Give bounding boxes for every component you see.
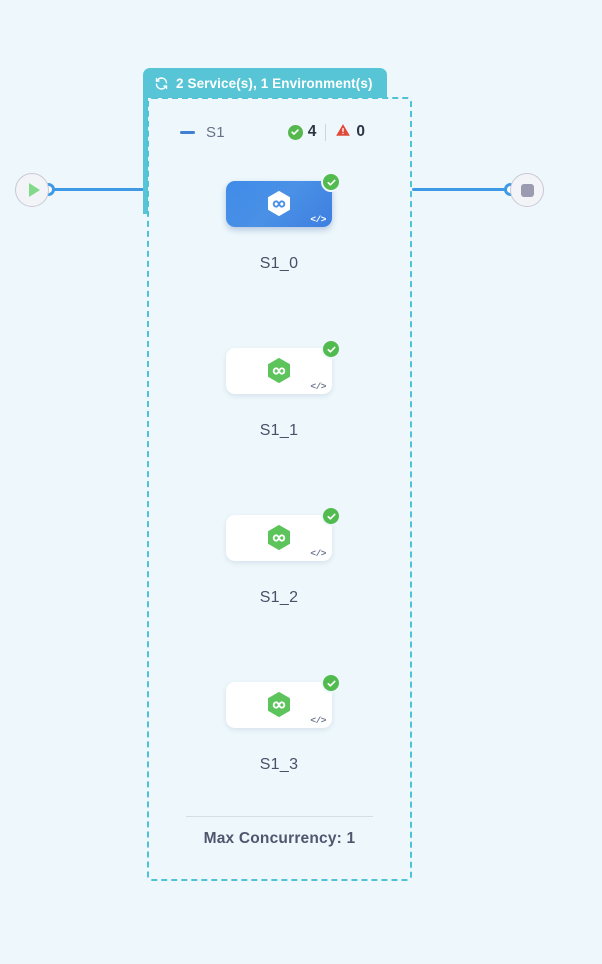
group-header-stub: [143, 96, 148, 214]
code-brackets-icon: </>: [310, 213, 326, 225]
success-count: 4: [307, 123, 317, 140]
stop-square-icon: [520, 183, 534, 197]
footer-divider: [186, 816, 373, 817]
service-node-label-s1-1: S1_1: [259, 422, 299, 439]
end-node[interactable]: [510, 173, 544, 207]
service-hexagon-icon: [266, 190, 292, 219]
service-group-container[interactable]: [147, 97, 412, 881]
sync-refresh-icon: [154, 76, 169, 91]
service-hexagon-icon: [266, 357, 292, 386]
service-node-label-s1-0: S1_0: [259, 255, 299, 272]
warning-count: 0: [356, 123, 365, 140]
service-hexagon-icon: [266, 524, 292, 553]
service-hexagon-icon: [266, 691, 292, 720]
edge-group-to-end: [412, 188, 514, 191]
warning-stat: 0: [335, 122, 365, 143]
service-node-s1-2[interactable]: </>: [226, 506, 341, 561]
max-concurrency-label: Max Concurrency: 1: [203, 830, 356, 847]
start-node[interactable]: [15, 173, 49, 207]
node-status-check-icon: [321, 506, 341, 526]
minus-collapse-icon[interactable]: [180, 130, 195, 134]
code-brackets-icon: </>: [310, 380, 326, 392]
service-node-s1-3[interactable]: </>: [226, 673, 341, 728]
success-stat: 4: [287, 123, 317, 141]
group-header-label: 2 Service(s), 1 Environment(s): [176, 75, 373, 91]
edge-start-to-group: [46, 188, 148, 191]
group-title-row: S1 4 0: [147, 115, 412, 149]
group-header-tab[interactable]: 2 Service(s), 1 Environment(s): [143, 68, 387, 98]
service-node-label-s1-3: S1_3: [259, 756, 299, 773]
warning-triangle-icon: [335, 122, 351, 143]
service-node-label-s1-2: S1_2: [259, 589, 299, 606]
code-brackets-icon: </>: [310, 547, 326, 559]
service-node-s1-0[interactable]: </>: [226, 172, 341, 227]
node-status-check-icon: [321, 673, 341, 693]
stats-divider: [325, 123, 327, 141]
group-stats: 4 0: [287, 122, 365, 143]
service-node-s1-1[interactable]: </>: [226, 339, 341, 394]
check-circle-icon: [287, 124, 303, 140]
play-triangle-icon: [28, 183, 40, 197]
code-brackets-icon: </>: [310, 714, 326, 726]
group-title: S1: [206, 123, 225, 141]
node-status-check-icon: [321, 339, 341, 359]
node-status-check-icon: [321, 172, 341, 192]
